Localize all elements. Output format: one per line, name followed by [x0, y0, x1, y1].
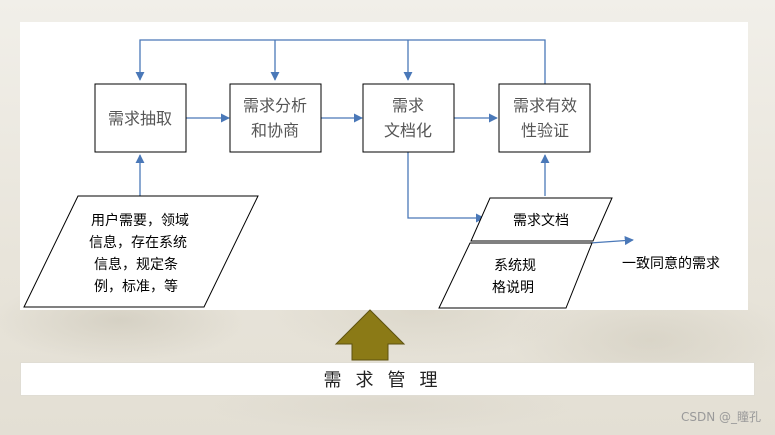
node-requirements-doc-label: 需求文档 — [513, 213, 569, 229]
node-elicitation-label-0: 需求抽取 — [108, 109, 172, 128]
node-system-spec: 系统规 格说明 — [438, 242, 593, 309]
node-elicitation: 需求抽取 — [94, 83, 187, 153]
node-validation: 需求有效 性验证 — [498, 83, 591, 153]
node-documentation: 需求 文档化 — [362, 83, 455, 153]
node-inputs-line-1: 信息，存在系统 — [89, 234, 187, 251]
node-analysis: 需求分析 和协商 — [229, 83, 322, 153]
node-validation-label-1: 性验证 — [521, 121, 569, 140]
node-system-spec-line-0: 系统规 — [494, 258, 536, 274]
node-analysis-label-0: 需求分析 — [243, 96, 307, 115]
node-validation-label-0: 需求有效 — [513, 96, 577, 115]
bottom-title: 需求管理 — [323, 370, 452, 391]
node-inputs: 用户需要，领域 信息，存在系统 信息，规定条 例，标准，等 — [23, 195, 259, 308]
node-analysis-label-1: 和协商 — [251, 121, 299, 140]
node-inputs-line-2: 信息，规定条 — [94, 256, 178, 273]
node-system-spec-line-1: 格说明 — [492, 280, 534, 296]
output-label: 一致同意的需求 — [622, 255, 720, 272]
up-arrow-icon — [334, 309, 406, 361]
node-documentation-label-1: 文档化 — [384, 121, 432, 140]
node-inputs-line-0: 用户需要，领域 — [91, 212, 189, 229]
feedback-connectors — [135, 39, 546, 84]
node-documentation-label-0: 需求 — [392, 96, 424, 115]
management-bar: 需求管理 — [20, 362, 755, 396]
watermark: CSDN @_瞳孔 — [680, 410, 761, 424]
node-inputs-line-3: 例，标准，等 — [94, 278, 178, 295]
node-requirements-doc: 需求文档 — [470, 197, 613, 242]
flow-arrows — [135, 113, 634, 246]
